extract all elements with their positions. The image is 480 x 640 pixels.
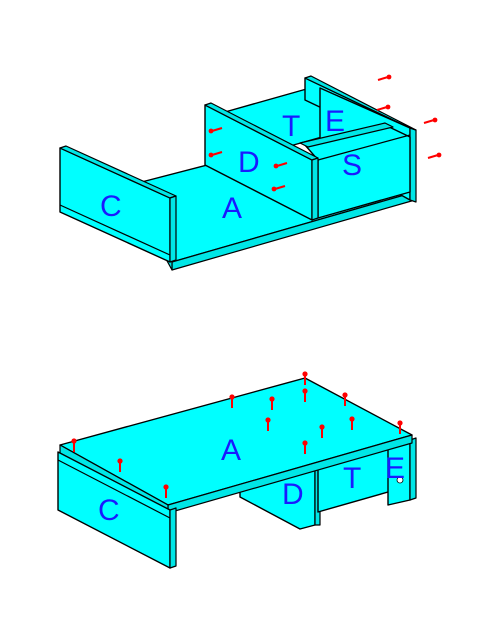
panel-d-top <box>204 102 319 221</box>
screw-icon <box>302 388 308 402</box>
screw-icon <box>208 127 223 134</box>
label-d-top: D <box>238 146 260 179</box>
label-t-top: T <box>282 110 300 143</box>
exploded-view: C A D T E S <box>59 74 442 271</box>
panel-s-top <box>299 122 411 219</box>
screw-icon <box>376 104 391 111</box>
screw-icon <box>377 74 392 81</box>
screw-icon <box>423 117 438 124</box>
screws-top <box>208 74 442 192</box>
screw-icon <box>273 162 288 169</box>
label-c-top: C <box>100 190 122 223</box>
dowel-hole-icon <box>396 476 404 484</box>
screw-icon <box>265 417 271 431</box>
screw-icon <box>302 440 308 454</box>
screw-icon <box>117 458 123 472</box>
screw-icon <box>271 185 286 192</box>
label-d-bottom: D <box>282 478 304 511</box>
panel-c-bottom <box>57 451 177 569</box>
label-a-bottom: A <box>221 434 241 467</box>
screw-icon <box>208 151 223 158</box>
label-s-top: S <box>342 149 362 182</box>
screw-icon <box>269 396 275 410</box>
screw-icon <box>319 424 325 438</box>
screw-icon <box>302 371 308 385</box>
label-c-bottom: C <box>98 494 120 527</box>
screw-icon <box>163 484 169 498</box>
screw-icon <box>229 394 235 408</box>
label-a-top: A <box>222 192 242 225</box>
label-e-top: E <box>325 105 345 138</box>
screw-icon <box>342 392 348 406</box>
label-e-bottom: E <box>385 452 405 485</box>
label-t-bottom: T <box>343 462 361 495</box>
assembled-view: C A D T E <box>57 371 417 569</box>
screw-icon <box>397 420 403 434</box>
screw-icon <box>71 438 77 452</box>
screw-icon <box>349 416 355 430</box>
screws-bottom <box>71 371 403 498</box>
screw-icon <box>427 152 442 159</box>
panel-c-top <box>59 145 177 263</box>
